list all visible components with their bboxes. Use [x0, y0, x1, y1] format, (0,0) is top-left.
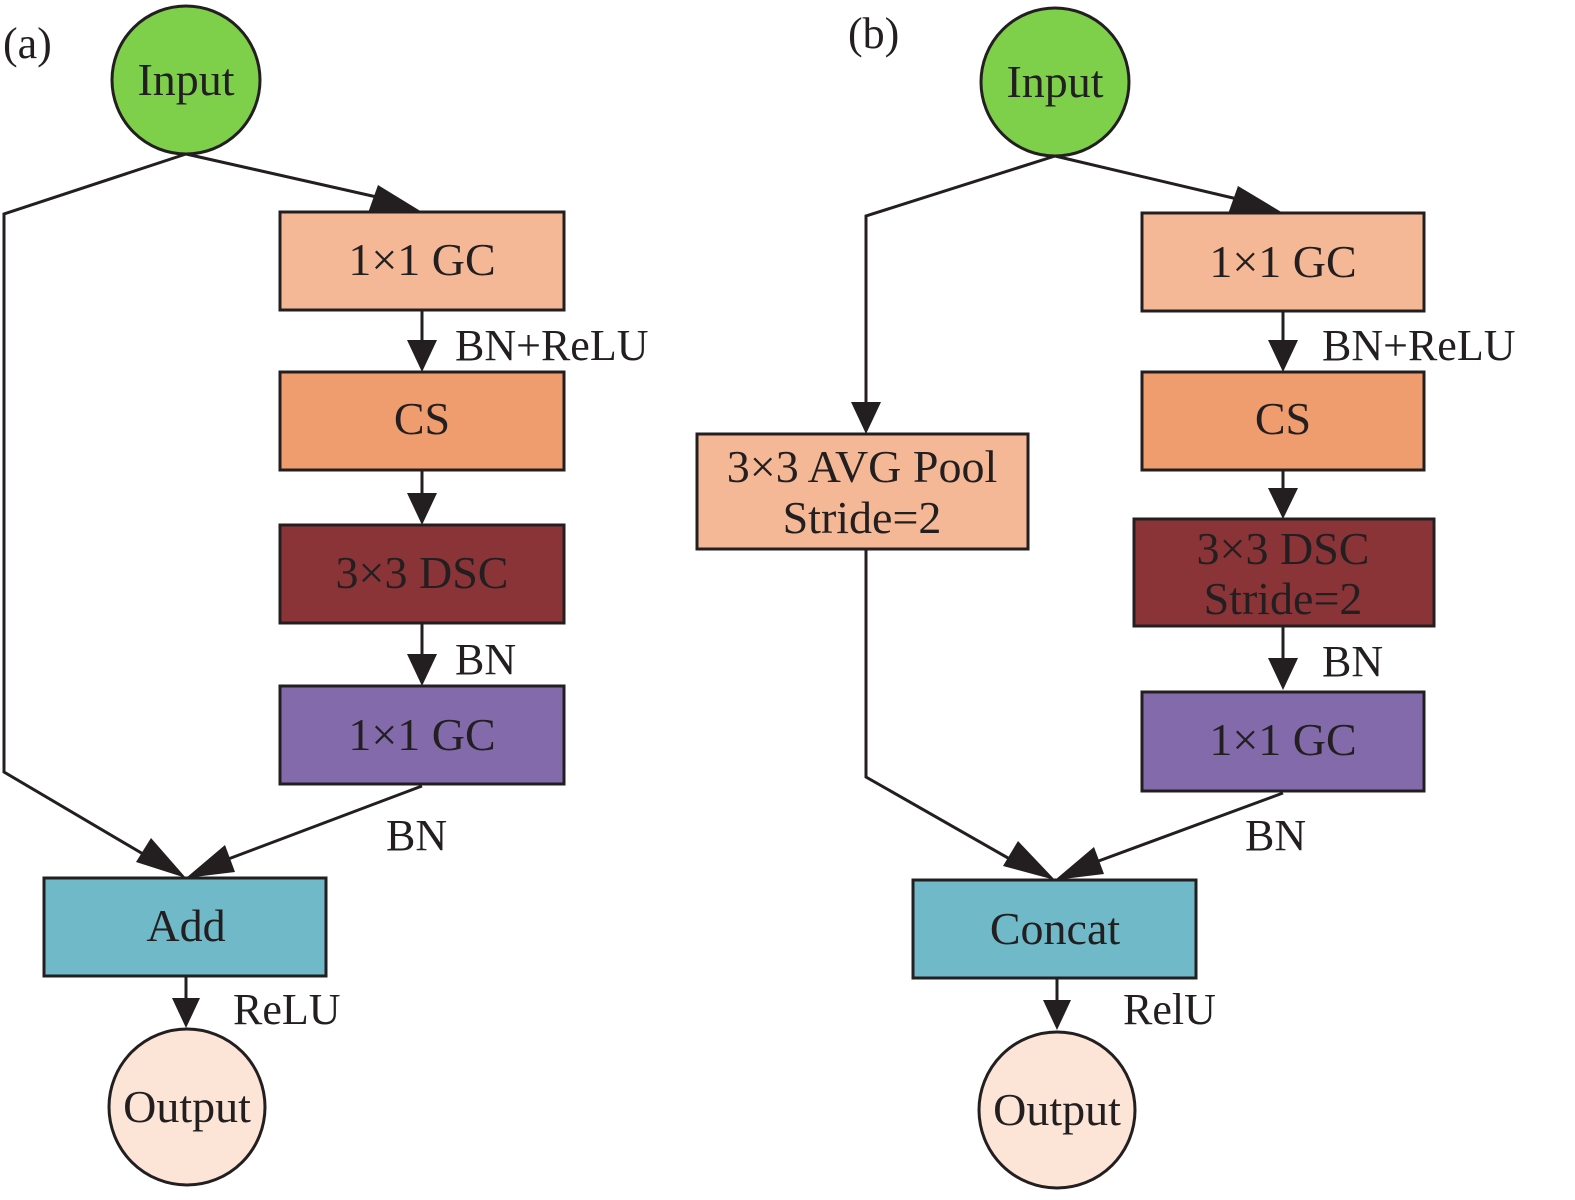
panel-a-dsc-label: 3×3 DSC	[336, 547, 509, 598]
panel-b-pool-box	[695, 432, 1030, 551]
panel-a-dsc-box	[278, 523, 566, 625]
panel-b-input-label: Input	[1006, 56, 1103, 107]
panel-b-relu-label: RelU	[1123, 985, 1216, 1034]
panel-b-concat-label: Concat	[990, 903, 1121, 954]
panel-b-edge-input-pool	[864, 154, 1056, 405]
panel-b-pool-line2: Stride=2	[783, 492, 942, 543]
panel-b-arrowhead-dsc	[1268, 488, 1298, 519]
panel-b-concat-box	[911, 878, 1198, 980]
panel-b-arrowhead-concat-left	[1003, 841, 1055, 880]
panel-b-arrowhead-gc1	[1228, 186, 1283, 214]
panel-b-dsc-box	[1132, 517, 1436, 628]
panel-a-input-label: Input	[137, 54, 234, 105]
panel-a-arrowhead-add-left	[136, 838, 186, 878]
panel-a-arrowhead-add-right	[186, 845, 235, 878]
panel-b-dsc-line2: Stride=2	[1204, 573, 1363, 624]
panel-b-gc1-label: 1×1 GC	[1209, 236, 1356, 287]
panel-b-arrowhead-cs	[1268, 340, 1298, 372]
panel-b-bn-relu-label: BN+ReLU	[1322, 321, 1515, 370]
panel-b-arrowhead-pool	[851, 402, 881, 434]
panel-a: (a) Input 1×1 GC BN+ReLU CS 3×3 DSC BN 1…	[2, 4, 648, 1187]
panel-b-label: (b)	[848, 9, 899, 58]
panel-a-cs-label: CS	[394, 393, 450, 444]
panel-b-bn1-label: BN	[1322, 637, 1383, 686]
panel-b: (b) Input 3×3 AVG Pool Stride=2 1×1 GC B…	[695, 6, 1515, 1190]
panel-b-pool-line1: 3×3 AVG Pool	[727, 441, 998, 492]
panel-b-output-node	[977, 1030, 1137, 1190]
panel-b-output-label: Output	[993, 1084, 1121, 1135]
panel-b-edge-gc2-concat	[1084, 791, 1284, 868]
panel-a-gc1-box	[278, 210, 566, 312]
panel-a-add-label: Add	[146, 900, 225, 951]
panel-a-gc1-label: 1×1 GC	[348, 234, 495, 285]
panel-a-relu-label: ReLU	[233, 985, 341, 1034]
panel-a-arrowhead-cs	[407, 340, 437, 372]
panel-b-cs-box	[1140, 370, 1426, 472]
panel-a-skip-edge	[2, 152, 187, 866]
panel-b-gc1-box	[1140, 211, 1426, 313]
panel-b-gc2-label: 1×1 GC	[1209, 714, 1356, 765]
panel-b-edge-pool-concat	[864, 549, 1023, 868]
panel-a-bn2-label: BN	[386, 811, 447, 860]
panel-b-cs-label: CS	[1255, 393, 1311, 444]
panel-a-output-node	[107, 1027, 267, 1187]
panel-b-gc2-box	[1140, 690, 1426, 793]
panel-b-arrowhead-output	[1043, 1000, 1071, 1030]
panel-a-output-label: Output	[123, 1081, 251, 1132]
panel-a-arrowhead-output	[172, 998, 200, 1028]
panel-a-edge-gc2-add	[214, 784, 423, 866]
panel-a-bn1-label: BN	[455, 635, 516, 684]
panel-a-arrowhead-gc2	[407, 654, 437, 686]
panel-a-gc2-label: 1×1 GC	[348, 709, 495, 760]
panel-a-arrowhead-dsc	[407, 493, 437, 525]
panel-a-bn-relu-label: BN+ReLU	[455, 321, 648, 370]
panel-a-label: (a)	[3, 19, 52, 68]
panel-b-arrowhead-gc2	[1268, 658, 1298, 690]
panel-b-edge-input-gc1	[1054, 154, 1251, 204]
panel-b-arrowhead-concat-right	[1055, 847, 1104, 880]
panel-a-arrowhead-gc1	[368, 185, 422, 213]
panel-a-gc2-box	[278, 684, 566, 786]
panel-b-bn2-label: BN	[1245, 811, 1306, 860]
panel-a-add-box	[42, 876, 328, 978]
panel-a-edge-input-gc1	[185, 152, 391, 202]
panel-b-dsc-line1: 3×3 DSC	[1197, 523, 1370, 574]
